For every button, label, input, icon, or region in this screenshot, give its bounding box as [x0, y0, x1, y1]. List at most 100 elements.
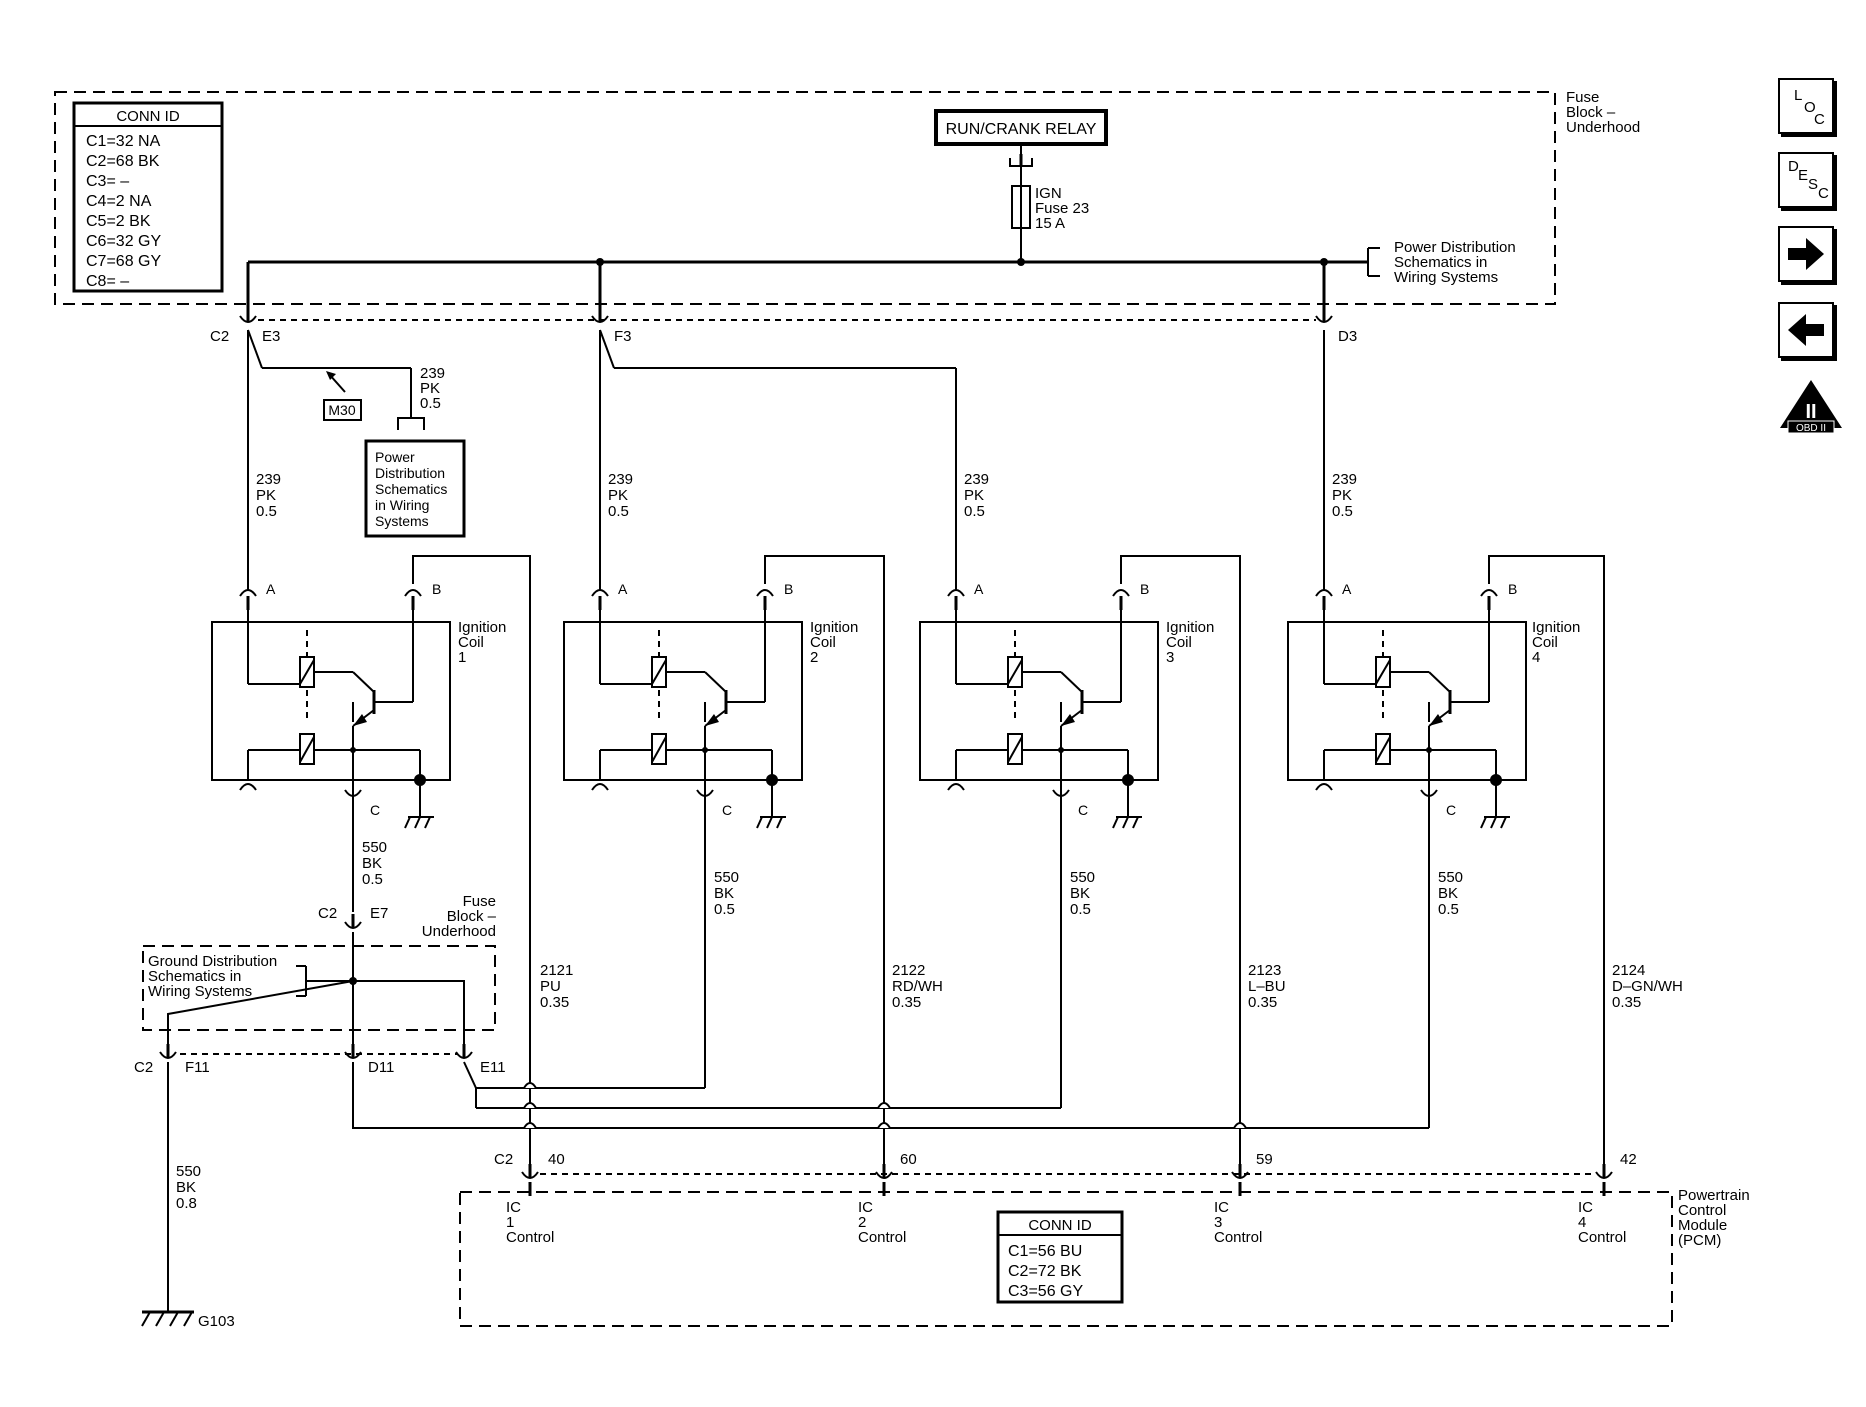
- m30-label: M30: [328, 402, 355, 418]
- svg-text:B: B: [1508, 581, 1517, 597]
- svg-text:C: C: [722, 802, 732, 818]
- svg-text:239: 239: [420, 365, 445, 382]
- loc-button[interactable]: L O C: [1778, 78, 1834, 134]
- svg-text:IC: IC: [506, 1199, 521, 1216]
- svg-text:0.8: 0.8: [176, 1195, 197, 1212]
- ic-4-control: IC 4 Control: [1578, 1199, 1626, 1246]
- top-conn-id-row: C1=32 NA: [86, 133, 161, 150]
- svg-text:B: B: [1140, 581, 1149, 597]
- loc-letter: O: [1804, 99, 1816, 116]
- top-conn-id-title: CONN ID: [116, 108, 180, 125]
- svg-text:B: B: [432, 581, 441, 597]
- wire-239-label-coil4: 239 PK 0.5: [1332, 471, 1357, 520]
- ic-2-control: IC 2 Control: [858, 1199, 906, 1246]
- svg-text:L–BU: L–BU: [1248, 978, 1286, 995]
- svg-text:Fuse: Fuse: [1566, 89, 1599, 106]
- loc-letter: L: [1794, 87, 1803, 104]
- svg-text:A: A: [618, 581, 628, 597]
- wire-550-08-label: 550 BK 0.8: [176, 1163, 201, 1212]
- conn-c2-lower-label: C2: [134, 1059, 153, 1076]
- svg-text:Control: Control: [1578, 1229, 1626, 1246]
- conn-c2-label: C2: [210, 328, 229, 345]
- svg-text:Ignition: Ignition: [810, 619, 858, 636]
- svg-text:0.5: 0.5: [714, 901, 735, 918]
- svg-text:IC: IC: [1214, 1199, 1229, 1216]
- svg-text:A: A: [974, 581, 984, 597]
- svg-text:Power: Power: [375, 449, 415, 465]
- svg-text:CONN ID: CONN ID: [1028, 1217, 1092, 1234]
- svg-text:C: C: [1078, 802, 1088, 818]
- obd-ii-icon[interactable]: II OBD II: [1778, 378, 1844, 436]
- fuse-block-lower-box: [142, 945, 496, 1031]
- svg-text:Coil: Coil: [810, 634, 836, 651]
- power-dist-right-label: Power Distribution Schematics in Wiring …: [1394, 239, 1516, 286]
- signal-wire-2122-label: 2122 RD/WH 0.35: [892, 962, 943, 1011]
- svg-text:0.35: 0.35: [892, 994, 921, 1011]
- conn-c2-e7-label: C2: [318, 905, 337, 922]
- svg-text:Ground Distribution: Ground Distribution: [148, 953, 277, 970]
- next-button[interactable]: [1778, 226, 1834, 282]
- desc-button[interactable]: D E S C: [1778, 152, 1834, 208]
- svg-text:G103: G103: [198, 1313, 235, 1330]
- svg-text:0.5: 0.5: [256, 503, 277, 520]
- fuse-block-label: Fuse Block – Underhood: [1566, 89, 1640, 136]
- svg-text:C1=56 BU: C1=56 BU: [1008, 1243, 1082, 1260]
- svg-text:0.35: 0.35: [540, 994, 569, 1011]
- svg-text:4: 4: [1532, 649, 1540, 666]
- m30-ref: [323, 399, 362, 421]
- pin-e7-label: E7: [370, 905, 388, 922]
- svg-text:BK: BK: [714, 885, 734, 902]
- svg-text:Schematics: Schematics: [375, 481, 447, 497]
- desc-letter: D: [1788, 158, 1799, 175]
- pcm-pin-59: 59: [1256, 1151, 1273, 1168]
- svg-text:Block –: Block –: [447, 908, 497, 925]
- svg-text:C2=72 BK: C2=72 BK: [1008, 1263, 1082, 1280]
- ic-3-control: IC 3 Control: [1214, 1199, 1262, 1246]
- signal-wire-2123-label: 2123 L–BU 0.35: [1248, 962, 1286, 1011]
- svg-text:B: B: [784, 581, 793, 597]
- svg-text:550: 550: [714, 869, 739, 886]
- top-conn-id-row: C7=68 GY: [86, 253, 161, 270]
- svg-text:0.5: 0.5: [1332, 503, 1353, 520]
- fuse-block-underhood-box: [54, 91, 1556, 305]
- ignition-coil-3: A B C Ignition Coil 3: [918, 581, 1214, 830]
- prev-button[interactable]: [1778, 302, 1834, 358]
- svg-text:Underhood: Underhood: [422, 923, 496, 940]
- svg-text:PK: PK: [420, 380, 440, 397]
- svg-text:BK: BK: [176, 1179, 196, 1196]
- svg-text:Coil: Coil: [1166, 634, 1192, 651]
- svg-text:C: C: [1446, 802, 1456, 818]
- obd-numeral: II: [1805, 401, 1816, 423]
- wire-550-label-coil4: 550 BK 0.5: [1438, 869, 1463, 918]
- svg-text:Ignition: Ignition: [458, 619, 506, 636]
- svg-text:2122: 2122: [892, 962, 925, 979]
- pin-e3-label: E3: [262, 328, 280, 345]
- svg-text:A: A: [266, 581, 276, 597]
- svg-text:A: A: [1342, 581, 1352, 597]
- pin-d11-label: D11: [368, 1059, 394, 1076]
- svg-text:IC: IC: [858, 1199, 873, 1216]
- right-arrow-icon: [1788, 238, 1824, 270]
- svg-text:239: 239: [256, 471, 281, 488]
- svg-text:0.5: 0.5: [362, 871, 383, 888]
- svg-text:0.5: 0.5: [1438, 901, 1459, 918]
- svg-text:Fuse 23: Fuse 23: [1035, 200, 1089, 217]
- svg-text:4: 4: [1578, 1214, 1586, 1231]
- svg-text:Coil: Coil: [1532, 634, 1558, 651]
- top-conn-id-row: C2=68 BK: [86, 153, 160, 170]
- svg-text:in Wiring: in Wiring: [375, 497, 429, 513]
- desc-letter: C: [1818, 185, 1829, 202]
- svg-text:2124: 2124: [1612, 962, 1645, 979]
- ign-fuse-23: IGN Fuse 23 15 A: [1011, 178, 1089, 262]
- top-conn-id-table: CONN ID C1=32 NA C2=68 BK C3= – C4=2 NA …: [72, 101, 224, 293]
- top-conn-id-row: C6=32 GY: [86, 233, 161, 250]
- svg-text:C: C: [370, 802, 380, 818]
- svg-text:1: 1: [458, 649, 466, 666]
- svg-text:D–GN/WH: D–GN/WH: [1612, 978, 1683, 995]
- wire-550-label-coil1: 550 BK 0.5: [362, 839, 387, 888]
- signal-wire-2124-label: 2124 D–GN/WH 0.35: [1612, 962, 1683, 1011]
- wire-550-label-coil2: 550 BK 0.5: [714, 869, 739, 918]
- svg-text:Underhood: Underhood: [1566, 119, 1640, 136]
- svg-text:550: 550: [362, 839, 387, 856]
